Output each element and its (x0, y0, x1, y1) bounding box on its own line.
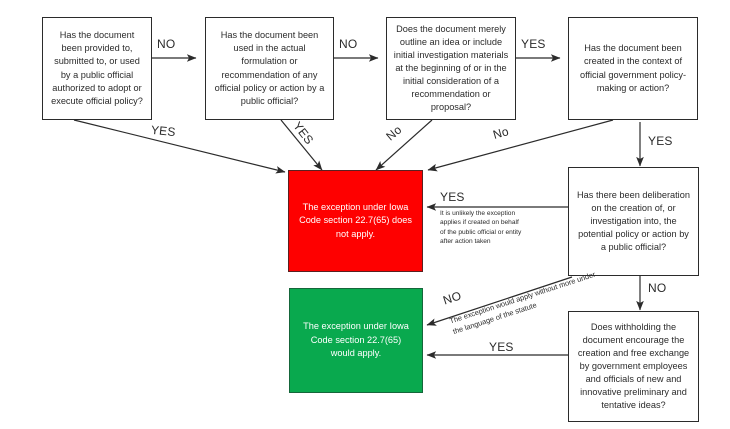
edge-label-q1-yes-notapply: YES (150, 122, 177, 140)
edge-label-q3-no-notapply: No (383, 122, 405, 144)
edge-label-q4-yes-q5: YES (648, 134, 673, 148)
edge-label-q6-yes-wouldapply: YES (489, 340, 514, 354)
edge-label-q1-no-q2: NO (157, 37, 176, 51)
terminal-exception-does-not-apply[interactable]: The exception under Iowa Code section 22… (288, 170, 423, 272)
edge-label-q5-no-q6: NO (648, 281, 667, 295)
terminal-text: The exception under Iowa Code section 22… (303, 321, 409, 359)
edge-q3-no-notapply (375, 119, 433, 171)
question-box-q4[interactable]: Has the document been created in the con… (568, 17, 698, 120)
edge-label-q6-no-wouldapply: NO (441, 288, 464, 308)
edge-label-q2-yes-notapply: YES (290, 118, 317, 148)
terminal-text: The exception under Iowa Code section 22… (299, 201, 412, 239)
question-box-q1[interactable]: Has the document been provided to, submi… (42, 17, 152, 120)
edge-q1-yes-notapply (73, 119, 286, 174)
terminal-exception-would-apply[interactable]: The exception under Iowa Code section 22… (289, 288, 423, 393)
edge-label-q5-yes-notapply: YES (440, 190, 465, 204)
edge-label-q2-no-q3: NO (339, 37, 358, 51)
question-box-q2[interactable]: Has the document been used in the actual… (205, 17, 334, 120)
question-box-q6[interactable]: Does withholding the document encourage … (568, 311, 699, 422)
annotation-q5-yes: It is unlikely the exception applies if … (440, 210, 522, 246)
question-text: Has the document been provided to, submi… (51, 30, 143, 106)
question-text: Has the document been created in the con… (579, 43, 687, 93)
edge-q4-no-notapply (427, 119, 614, 172)
question-text: Has there been deliberation on the creat… (577, 189, 690, 253)
question-text: Does the document merely outline an idea… (393, 23, 509, 113)
question-text: Does withholding the document encourage … (577, 321, 690, 411)
question-text: Has the document been used in the actual… (214, 30, 325, 106)
question-box-q5[interactable]: Has there been deliberation on the creat… (568, 167, 699, 276)
edge-label-q4-no-notapply: No (491, 124, 511, 142)
edge-label-q3-yes-q4: YES (521, 37, 546, 51)
question-box-q3[interactable]: Does the document merely outline an idea… (386, 17, 516, 120)
